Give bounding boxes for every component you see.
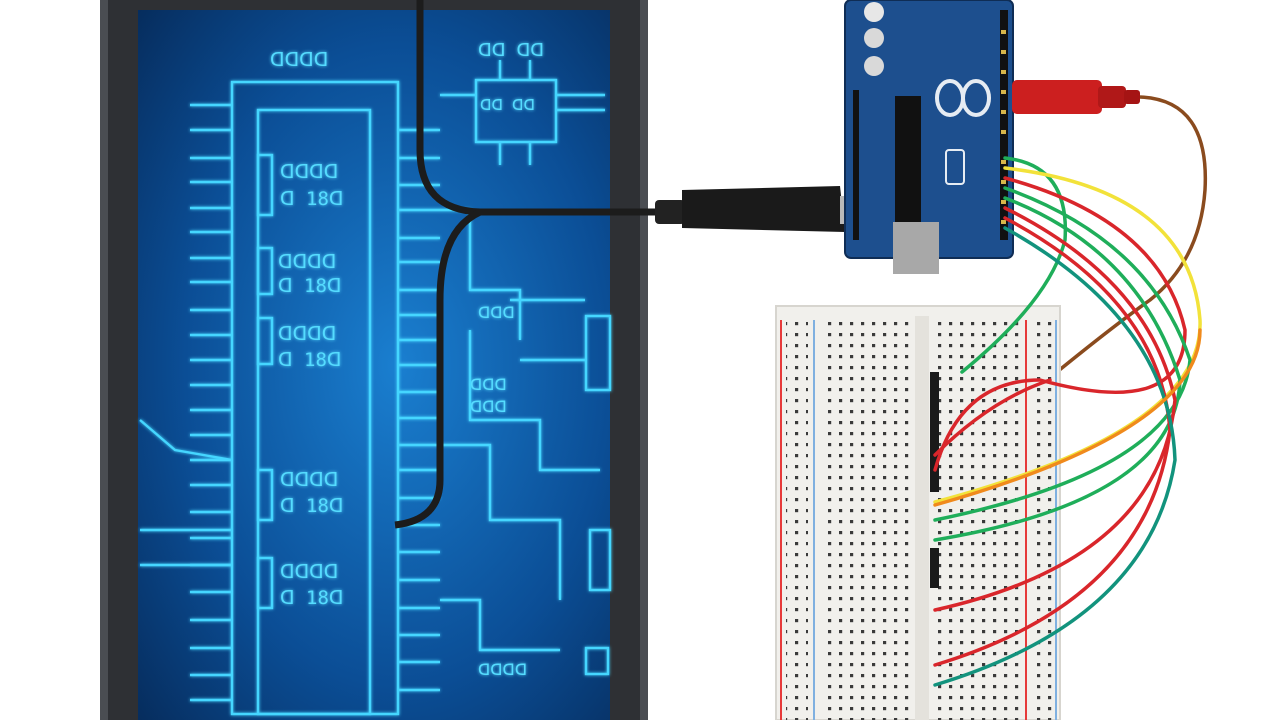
right-label: ᗡᗡᗡ bbox=[470, 397, 507, 416]
wire-green-2 bbox=[933, 186, 1192, 522]
usb-plug bbox=[682, 186, 845, 232]
wire-red-4 bbox=[933, 378, 1052, 457]
screen-label-chip: ᗡᗡ ᗡᗡ bbox=[480, 96, 535, 114]
right-label: ᗡᗡᗡ bbox=[470, 375, 507, 394]
pin-label: ᗡᗡᗡᗡ bbox=[278, 251, 336, 273]
breadboard bbox=[775, 305, 1061, 721]
wire-red-3 bbox=[933, 216, 1172, 667]
pin-label: ᗡᗡᗡᗡ bbox=[278, 323, 336, 345]
right-label: ᗡᗡᗡ bbox=[478, 303, 515, 322]
wire-green-3 bbox=[933, 196, 1182, 542]
wire-green bbox=[960, 156, 1068, 374]
pin-label: ᗡ 18ᗡ bbox=[278, 349, 341, 371]
screen-label-top-left: ᗡᗡᗡᗡ bbox=[270, 49, 328, 71]
pin-label: ᗡᗡᗡᗡ bbox=[280, 161, 338, 183]
microcontroller-board bbox=[844, 0, 1014, 274]
pin-label: ᗡᗡᗡᗡ bbox=[280, 469, 338, 491]
wire-red-2 bbox=[933, 206, 1177, 612]
screen-label-top-right: ᗡᗡ ᗡᗡ bbox=[478, 40, 544, 61]
wire-orange bbox=[933, 328, 1202, 507]
usb-port bbox=[893, 222, 939, 274]
right-label: ᗡᗡᗡᗡ bbox=[478, 660, 527, 679]
pin-label: ᗡ 18ᗡ bbox=[280, 495, 343, 517]
schematic-drawing bbox=[139, 60, 612, 716]
pin-label: ᗡ 18ᗡ bbox=[280, 188, 343, 210]
usb-cable bbox=[394, 0, 854, 529]
pin-label: ᗡ 18ᗡ bbox=[278, 275, 341, 297]
pin-label: ᗡ 18ᗡ bbox=[280, 587, 343, 609]
tablet-screen bbox=[138, 10, 610, 720]
tablet: ᗡᗡᗡᗡ ᗡᗡ ᗡᗡ ᗡᗡ ᗡᗡ ᗡᗡᗡᗡ ᗡ 18ᗡ ᗡᗡᗡᗡ ᗡ 18ᗡ ᗡ… bbox=[100, 0, 648, 720]
wire-teal bbox=[933, 226, 1177, 687]
jumper-wires bbox=[933, 156, 1202, 687]
infinity-logo-icon bbox=[935, 79, 991, 117]
screen-labels: ᗡᗡᗡᗡ ᗡᗡ ᗡᗡ ᗡᗡ ᗡᗡ ᗡᗡᗡᗡ ᗡ 18ᗡ ᗡᗡᗡᗡ ᗡ 18ᗡ ᗡ… bbox=[270, 40, 544, 679]
pin-label: ᗡᗡᗡᗡ bbox=[280, 561, 338, 583]
wire-red-1 bbox=[933, 176, 1187, 472]
